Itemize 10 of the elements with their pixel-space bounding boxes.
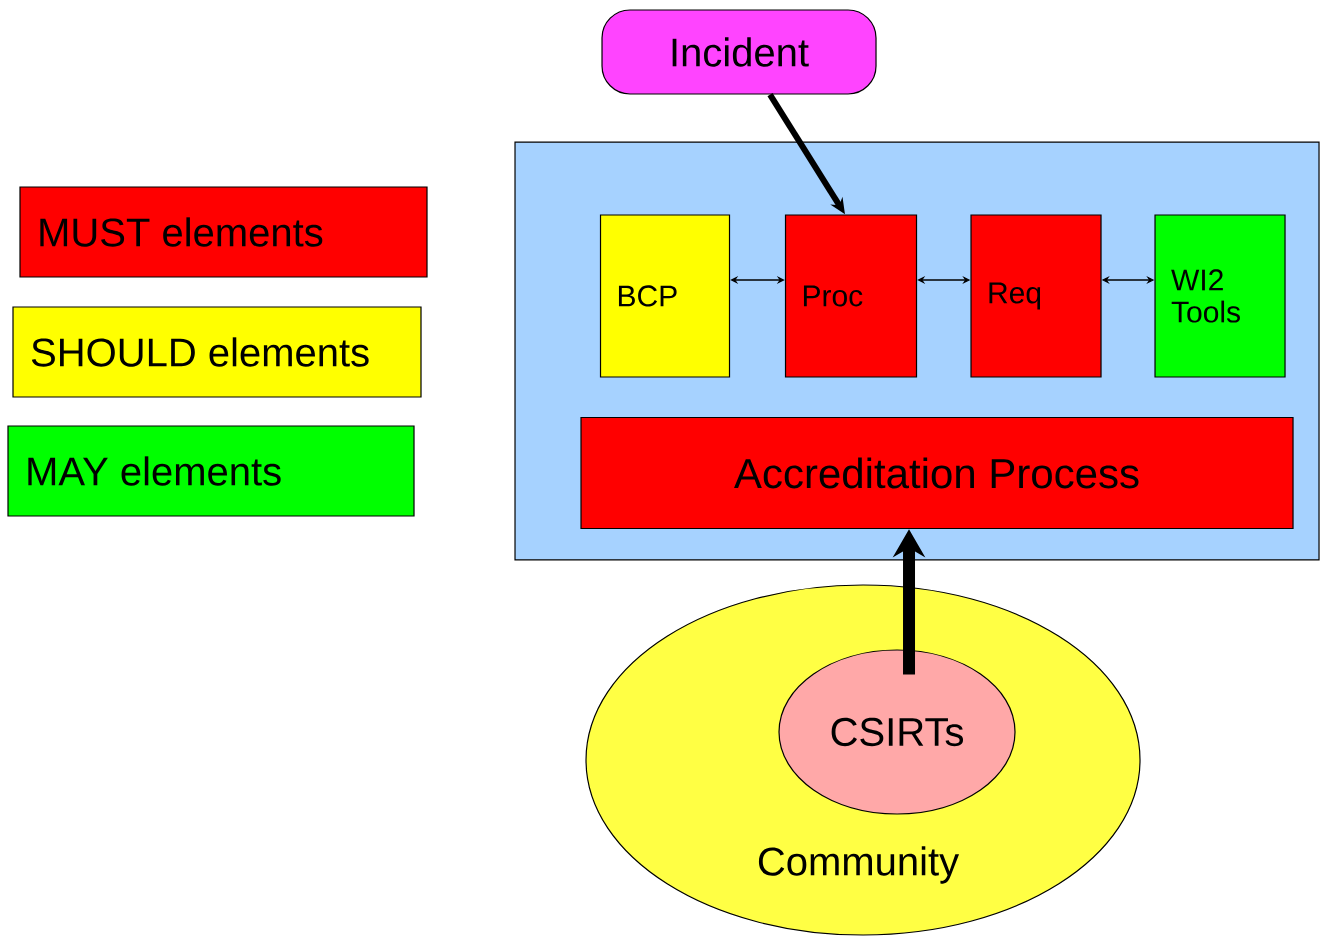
legend-item: MUST elements	[19, 186, 428, 278]
process-box: Req	[970, 214, 1102, 378]
process-box: BCP	[599, 214, 731, 378]
legend-item: MAY elements	[7, 425, 415, 517]
process-bar: Accreditation Process	[580, 416, 1294, 530]
start-box: Incident	[601, 9, 877, 95]
process-box: WI2 Tools	[1154, 214, 1286, 378]
legend-item: SHOULD elements	[12, 306, 422, 398]
arrow	[730, 275, 785, 285]
process-box: Proc	[784, 214, 918, 378]
